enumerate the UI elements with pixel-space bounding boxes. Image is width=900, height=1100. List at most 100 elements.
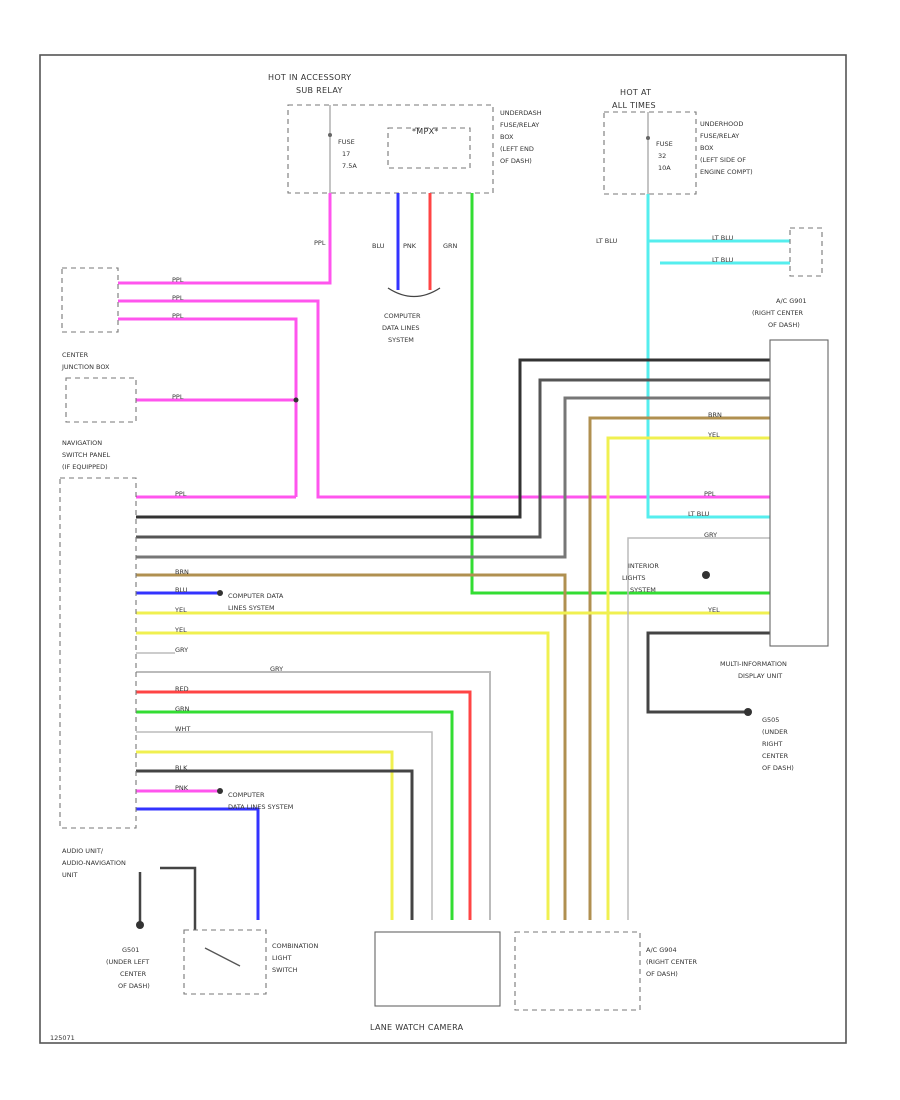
cyan-connector (789, 227, 823, 277)
underdash-fuse-box (287, 104, 494, 194)
svg-text:SUB RELAY: SUB RELAY (296, 86, 343, 95)
wire-label-blu-2: BLU (175, 586, 188, 594)
svg-text:DATA LINES: DATA LINES (382, 324, 419, 332)
center-junction-connector (61, 267, 119, 333)
svg-text:OF DASH): OF DASH) (118, 982, 150, 990)
wire-label-yel-4: YEL (707, 606, 720, 614)
svg-text:SWITCH PANEL: SWITCH PANEL (62, 451, 110, 459)
wire-label-ppl-2: PPL (172, 276, 184, 284)
combo-switch-wire (160, 866, 197, 930)
navigation-unit-connector (59, 477, 137, 829)
center-junction-box-label: CENTER JUNCTION BOX (61, 351, 110, 371)
wire-label-gry-1: GRY (175, 646, 188, 654)
computer-data-lines-label-3: COMPUTER DATA LINES SYSTEM (228, 791, 293, 811)
svg-text:A/C G901: A/C G901 (776, 297, 807, 305)
hot-accessory-label: HOT IN ACCESSORY SUB RELAY (268, 73, 351, 95)
wire-label-brn-2: BRN (708, 411, 722, 419)
g505-label: G505 (UNDER RIGHT CENTER OF DASH) (762, 716, 794, 772)
wire-label-ltblu-4: LT BLU (688, 510, 710, 518)
wire-label-wht: WHT (175, 725, 190, 733)
svg-text:COMPUTER: COMPUTER (228, 791, 265, 799)
svg-text:AUDIO UNIT/: AUDIO UNIT/ (62, 847, 104, 855)
wire-green-cam (136, 710, 454, 920)
mid-label: MULTI-INFORMATION DISPLAY UNIT (720, 660, 787, 680)
wire-black-g505 (646, 631, 770, 714)
svg-text:17: 17 (342, 150, 350, 158)
svg-text:(LEFT SIDE OF: (LEFT SIDE OF (700, 156, 746, 164)
svg-text:OF DASH): OF DASH) (646, 970, 678, 978)
svg-text:G505: G505 (762, 716, 779, 724)
svg-text:DISPLAY UNIT: DISPLAY UNIT (738, 672, 782, 680)
wire-red-cam (136, 690, 472, 920)
fuse-17-label: FUSE 17 7.5A (338, 138, 357, 170)
svg-text:UNDERHOOD: UNDERHOOD (700, 120, 743, 128)
wire-label-grn: GRN (443, 242, 458, 250)
svg-text:FUSE: FUSE (338, 138, 355, 146)
svg-text:32: 32 (658, 152, 666, 160)
svg-text:MULTI-INFORMATION: MULTI-INFORMATION (720, 660, 787, 668)
svg-text:7.5A: 7.5A (342, 162, 357, 170)
svg-text:(LEFT END: (LEFT END (500, 145, 534, 153)
audio-unit-label: AUDIO UNIT/ AUDIO-NAVIGATION UNIT (62, 847, 126, 879)
svg-text:COMPUTER DATA: COMPUTER DATA (228, 592, 284, 600)
svg-text:NAVIGATION: NAVIGATION (62, 439, 102, 447)
multi-information-display-unit (769, 339, 829, 647)
svg-text:FUSE/RELAY: FUSE/RELAY (700, 132, 739, 140)
lane-watch-camera (374, 931, 501, 1007)
svg-text:CENTER: CENTER (62, 351, 89, 359)
svg-text:FUSE: FUSE (656, 140, 673, 148)
underhood-fuse-relay-box-label: UNDERHOOD FUSE/RELAY BOX (LEFT SIDE OF E… (700, 120, 753, 176)
svg-text:COMBINATION: COMBINATION (272, 942, 318, 950)
underdash-fuse-relay-box-label: UNDERDASH FUSE/RELAY BOX (LEFT END OF DA… (500, 109, 542, 165)
wire-label-yel-3: YEL (707, 431, 720, 439)
svg-text:(UNDER LEFT: (UNDER LEFT (106, 958, 149, 966)
svg-text:(RIGHT CENTER: (RIGHT CENTER (752, 309, 804, 317)
wire-label-red: RED (175, 685, 189, 693)
computer-data-lines-label: COMPUTER DATA LINES SYSTEM (382, 312, 421, 344)
ac-g904-label: A/C G904 (RIGHT CENTER OF DASH) (646, 946, 698, 978)
wire-label-ppl-4: PPL (172, 312, 184, 320)
data-lines-arrow (387, 287, 441, 298)
svg-text:DATA LINES SYSTEM: DATA LINES SYSTEM (228, 803, 293, 811)
svg-text:LIGHT: LIGHT (272, 954, 291, 962)
svg-text:SYSTEM: SYSTEM (630, 586, 656, 594)
svg-text:SWITCH: SWITCH (272, 966, 298, 974)
combination-light-switch-label: COMBINATION LIGHT SWITCH (272, 942, 318, 974)
wire-blue-nav-2 (136, 807, 260, 920)
svg-text:ALL TIMES: ALL TIMES (612, 101, 656, 110)
svg-text:(IF EQUIPPED): (IF EQUIPPED) (62, 463, 108, 471)
computer-data-lines-label-2: COMPUTER DATA LINES SYSTEM (228, 592, 284, 612)
diagram-code: 125071 (50, 1034, 75, 1042)
underhood-fuse-box (603, 111, 697, 195)
svg-text:UNIT: UNIT (62, 871, 78, 879)
wire-label-blu: BLU (372, 242, 385, 250)
wire-label-yel-1: YEL (174, 606, 187, 614)
wire-label-ppl-5: PPL (172, 393, 184, 401)
svg-text:AUDIO-NAVIGATION: AUDIO-NAVIGATION (62, 859, 126, 867)
wire-gray-right (627, 537, 770, 920)
wire-label-ltblu-1: LT BLU (596, 237, 618, 245)
diagram-frame (39, 54, 847, 1044)
ground-g501-icon (136, 921, 144, 929)
svg-text:RIGHT: RIGHT (762, 740, 782, 748)
svg-text:LIGHTS: LIGHTS (622, 574, 646, 582)
svg-text:BOX: BOX (700, 144, 714, 152)
wire-tan-group (136, 416, 770, 920)
svg-text:CENTER: CENTER (762, 752, 789, 760)
svg-text:(RIGHT CENTER: (RIGHT CENTER (646, 958, 698, 966)
lane-watch-camera-label: LANE WATCH CAMERA (370, 1023, 464, 1032)
wire-label-ltblu-2: LT BLU (712, 234, 734, 242)
wire-label-ltblu-3: LT BLU (712, 256, 734, 264)
svg-text:BOX: BOX (500, 133, 514, 141)
svg-text:A/C G904: A/C G904 (646, 946, 677, 954)
svg-text:OF DASH): OF DASH) (768, 321, 800, 329)
wire-label-ppl-3: PPL (172, 294, 184, 302)
svg-text:UNDERDASH: UNDERDASH (500, 109, 542, 117)
svg-text:COMPUTER: COMPUTER (384, 312, 421, 320)
svg-text:G501: G501 (122, 946, 139, 954)
wire-label-grn-2: GRN (175, 705, 190, 713)
wire-label-ppl-7: PPL (704, 490, 716, 498)
wire-cyan-group (646, 194, 790, 519)
mpx-block (387, 127, 471, 169)
